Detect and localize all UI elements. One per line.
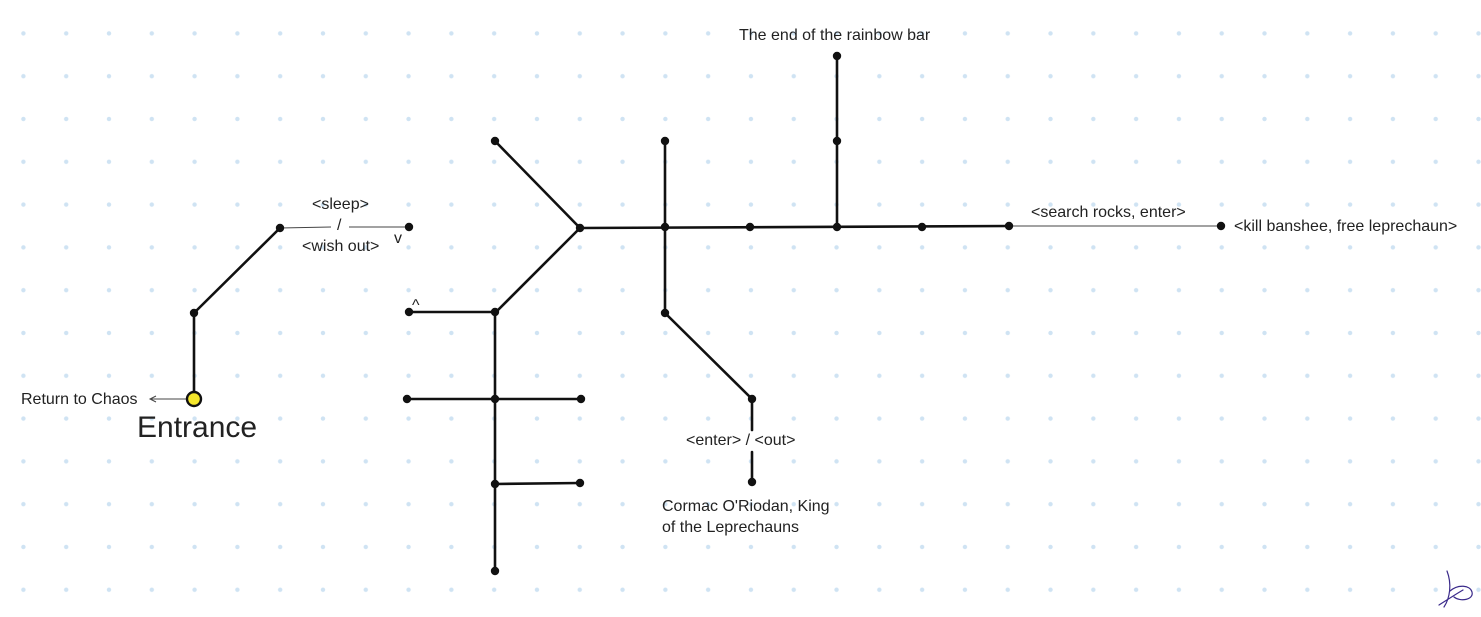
node: [660, 136, 670, 146]
node: [404, 222, 414, 232]
thin-connectors: [148, 225, 1221, 403]
node: [490, 479, 500, 489]
connector-sleep-left: [279, 226, 332, 229]
node: [660, 308, 670, 318]
node: [832, 222, 842, 232]
label-search-rocks: <search rocks, enter>: [1031, 204, 1186, 221]
node: [490, 566, 500, 576]
node: [575, 223, 585, 233]
node: [490, 136, 500, 146]
node: [576, 394, 586, 404]
down-arrow-mark: v: [394, 230, 402, 247]
path-lines: [192, 54, 1011, 573]
node: [404, 307, 414, 317]
nodes: [189, 51, 1226, 576]
path-diag-hub-upleft: [493, 139, 582, 230]
up-arrow-mark: ^: [412, 297, 420, 314]
node: [490, 394, 500, 404]
node: [747, 394, 757, 404]
node: [660, 222, 670, 232]
path-west-row-484: [493, 481, 582, 486]
label-return-chaos: Return to Chaos: [21, 391, 138, 408]
node: [747, 477, 757, 487]
node: [832, 136, 842, 146]
node: [917, 222, 927, 232]
label-sleep: <sleep>: [312, 196, 369, 213]
label-enter-out: <enter> / <out>: [686, 432, 796, 449]
node: [189, 308, 199, 318]
path-diag-left: [192, 226, 282, 315]
label-cormac: Cormac O'Riodan, King of the Leprechauns: [662, 498, 830, 536]
entrance-node: [185, 390, 203, 408]
path-diag-hub-downleft: [493, 226, 582, 315]
label-slash: /: [337, 217, 342, 234]
label-kill-banshee: <kill banshee, free leprechaun>: [1234, 218, 1458, 235]
node: [490, 307, 500, 317]
node: [275, 223, 285, 233]
node: [1004, 221, 1014, 231]
node: [745, 222, 755, 232]
label-entrance: Entrance: [137, 411, 258, 444]
signature-mark: [1438, 570, 1473, 608]
label-wish-out: <wish out>: [302, 238, 380, 255]
node: [832, 51, 842, 61]
node: [1216, 221, 1226, 231]
node: [402, 394, 412, 404]
path-main-corridor: [578, 224, 1011, 230]
label-rainbow-bar: The end of the rainbow bar: [739, 27, 931, 44]
arrowhead-return-chaos: [148, 395, 157, 403]
node: [575, 478, 585, 488]
path-diag-cormac: [663, 311, 754, 401]
